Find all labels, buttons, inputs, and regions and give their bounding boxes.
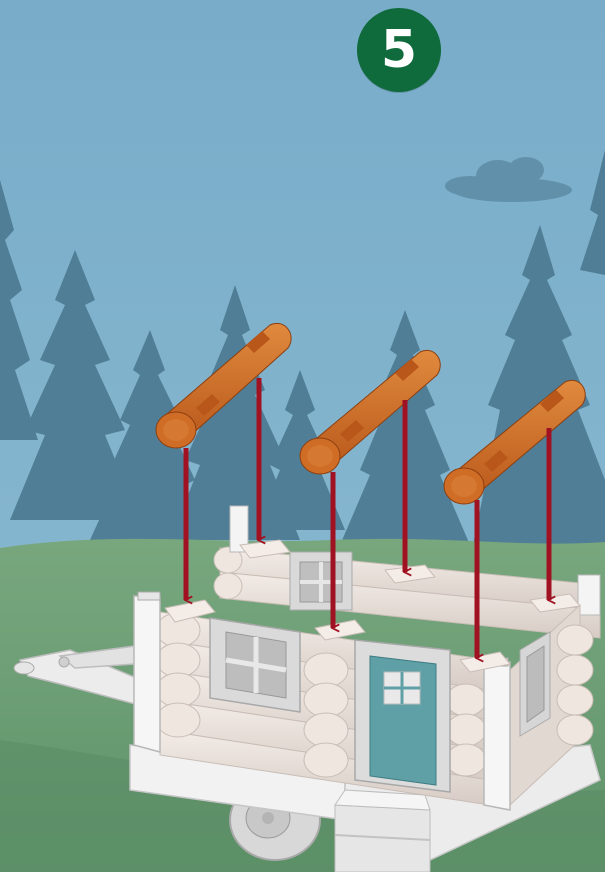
step-number-badge: 5: [357, 8, 441, 92]
step-number: 5: [381, 24, 417, 76]
front-window: [210, 618, 300, 712]
cabin-door: [355, 640, 450, 792]
